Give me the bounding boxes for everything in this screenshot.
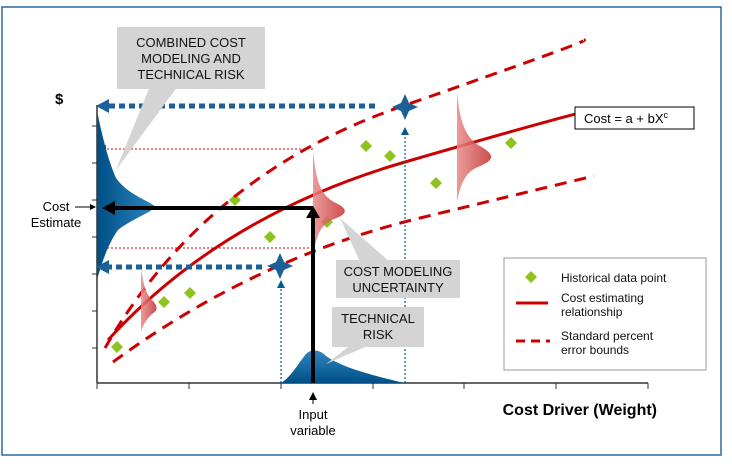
upper-error-bound — [103, 38, 587, 349]
outer-frame — [1, 6, 722, 456]
red-distribution-mid — [313, 150, 345, 260]
callout-technical-line1: TECHNICAL — [341, 311, 415, 326]
input-variable-pointer — [309, 392, 317, 400]
input-variable-line2: variable — [290, 423, 336, 438]
callout-combined: COMBINED COST MODELING AND TECHNICAL RIS… — [116, 27, 265, 170]
input-variable-line1: Input — [299, 407, 328, 422]
blue-arrowhead-left-lower — [96, 260, 109, 274]
callout-combined-line1: COMBINED COST — [136, 35, 246, 50]
callout-cost-modeling-line2: UNCERTAINTY — [352, 280, 444, 295]
blue-arrowhead-up-left — [277, 280, 285, 288]
star-marker-lower — [267, 253, 293, 279]
formula-prefix: Cost = a + bX — [584, 111, 664, 126]
callout-technical-line2: RISK — [363, 327, 394, 342]
legend-bounds-line2: error bounds — [561, 343, 629, 357]
x-axis-ticks — [96, 383, 649, 389]
black-arrowhead-up — [306, 206, 320, 218]
legend-bounds-line1: Standard percent — [561, 329, 654, 343]
blue-arrowhead-left-upper — [96, 99, 109, 113]
callout-combined-line2: MODELING AND — [141, 51, 241, 66]
legend-cer-line1: Cost estimating — [561, 291, 644, 305]
red-distribution-low — [141, 268, 157, 332]
cost-estimate-label-line1: Cost — [43, 199, 70, 214]
callout-cost-modeling-line1: COST MODELING — [344, 264, 453, 279]
formula-text: Cost = a + bXc — [584, 110, 669, 126]
star-marker-upper — [392, 94, 418, 120]
red-distribution-high — [457, 92, 492, 202]
formula-exponent: c — [664, 110, 669, 120]
cost-estimating-relationship-curve — [106, 108, 595, 342]
callout-combined-line3: TECHNICAL RISK — [137, 67, 244, 82]
callout-cost-modeling: COST MODELING UNCERTAINTY — [336, 218, 460, 298]
cost-estimate-label-line2: Estimate — [31, 215, 82, 230]
legend-cer-line2: relationship — [561, 305, 623, 319]
x-axis-label: Cost Driver (Weight) — [503, 402, 657, 419]
cost-estimate-pointer-head — [90, 204, 96, 210]
legend-frame — [503, 257, 707, 371]
black-arrowhead-left — [102, 201, 115, 215]
lower-error-bound — [112, 174, 595, 364]
blue-distribution-y-axis — [97, 111, 156, 280]
legend-historical: Historical data point — [561, 271, 667, 285]
callout-technical: TECHNICAL RISK — [326, 307, 424, 364]
blue-arrowhead-up-right — [401, 127, 409, 135]
y-axis-ticks — [92, 125, 97, 349]
formula-box: Cost = a + bXc — [574, 106, 695, 130]
legend: Historical data point Cost estimating re… — [503, 257, 707, 371]
legend-swatch-historical — [525, 271, 537, 283]
y-axis-label: $ — [55, 91, 64, 108]
